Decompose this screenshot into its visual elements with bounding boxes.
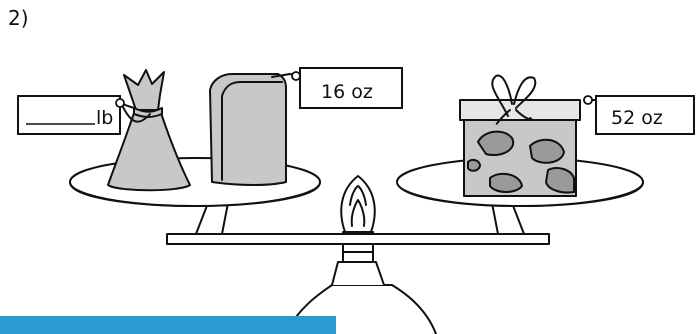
box-icon	[209, 73, 301, 186]
box-tag-weight: 16 oz	[321, 81, 373, 103]
gift-tag: 52 oz	[583, 95, 695, 135]
gift-icon	[459, 74, 597, 197]
problem-number: 2)	[8, 6, 29, 30]
footer-bar	[0, 316, 336, 334]
bag-tag: lb	[17, 95, 125, 135]
bag-tag-unit: lb	[96, 107, 113, 129]
scale-post	[340, 175, 376, 263]
scale-beam	[166, 202, 550, 245]
box-tag: 16 oz	[291, 67, 403, 109]
sack-icon	[107, 69, 191, 192]
gift-tag-weight: 52 oz	[611, 107, 663, 129]
